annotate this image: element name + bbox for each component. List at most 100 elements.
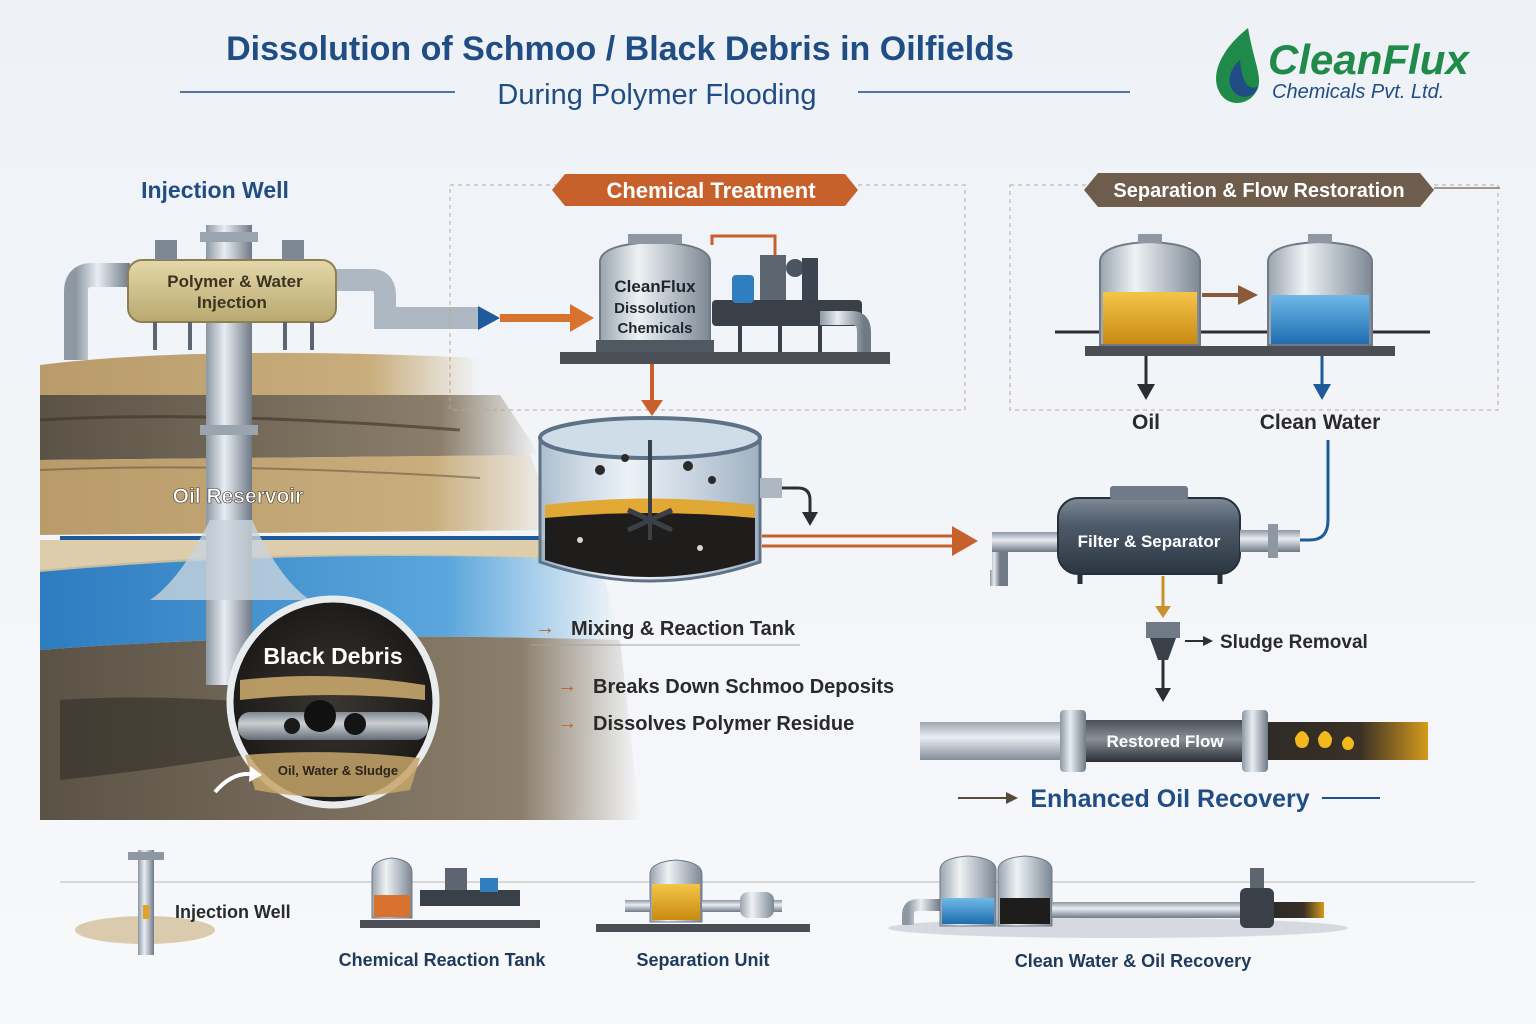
sand-band — [40, 540, 600, 572]
water-return-line — [1300, 440, 1330, 542]
feed-line — [710, 234, 777, 262]
particle — [595, 465, 605, 475]
tank-fill — [374, 895, 410, 917]
arrow-down-icon — [641, 400, 663, 416]
pump-motor — [732, 275, 754, 303]
logo: CleanFlux Chemicals Pvt. Ltd. — [1216, 28, 1470, 103]
banner-shape — [1084, 173, 1434, 207]
inlet-pipe — [990, 545, 1008, 586]
output-oil-label: Oil — [1132, 411, 1160, 434]
injection-label-line2: Injection — [197, 293, 267, 312]
filter-cap — [1110, 486, 1188, 500]
injection-header — [127, 259, 337, 323]
well-flange — [128, 852, 164, 860]
cleanflux-chemical-tank: CleanFlux Dissolution Chemicals — [596, 234, 714, 352]
pump-body — [760, 255, 786, 300]
bullet-arrow-icon: → — [557, 712, 577, 734]
outlet-pipe — [820, 311, 871, 352]
tank-cap — [628, 234, 682, 244]
pipe-flange — [1268, 524, 1278, 558]
arrow-right-icon — [1006, 792, 1018, 804]
arrow-head-icon — [249, 766, 262, 782]
chemical-tank-line2: Dissolution — [614, 300, 696, 317]
arrow-right-icon — [1203, 636, 1213, 646]
mixing-reaction-tank — [538, 416, 818, 583]
curved-arrow-icon — [213, 771, 253, 794]
debris-sublabel: Oil, Water & Sludge — [278, 763, 398, 778]
drop-wave-icon — [1229, 60, 1258, 97]
footer-label-well: Injection Well — [175, 902, 291, 922]
arrow-down-icon — [1313, 384, 1331, 400]
arrow-right-icon — [1238, 285, 1258, 305]
oil-drop-icon — [1342, 736, 1354, 750]
valve-icon — [155, 240, 177, 260]
pipe-flange — [1060, 710, 1086, 772]
oil-drop-icon — [1318, 731, 1332, 748]
arrow-right-icon — [952, 526, 978, 556]
debris-blob — [344, 713, 366, 735]
arrow-down-icon — [1155, 606, 1171, 618]
debris-blob — [304, 700, 336, 732]
injection-label-line1: Polymer & Water — [167, 272, 303, 291]
chemical-tank-line1: CleanFlux — [614, 277, 696, 296]
bullet-arrow-icon: → — [535, 617, 555, 639]
sediment-band — [240, 676, 425, 700]
valve-cone — [1150, 638, 1176, 660]
sludge-valve — [1146, 622, 1180, 702]
process-steps: → Mixing & Reaction Tank → Breaks Down S… — [530, 617, 894, 735]
ground-surface — [40, 352, 480, 395]
pipe-segment — [1068, 720, 1258, 762]
particle — [708, 476, 716, 484]
valve-stack — [802, 258, 818, 300]
valve-body — [1240, 888, 1274, 928]
valve-stem — [1250, 868, 1264, 888]
filter-label: Filter & Separator — [1078, 532, 1221, 551]
rock-layer-upper — [40, 395, 540, 460]
separation-banner: Separation & Flow Restoration — [1084, 173, 1434, 207]
chemical-treatment-banner: Chemical Treatment — [552, 174, 858, 206]
reservoir-label: Oil Reservoir — [173, 485, 304, 508]
section-label-chemical: Chemical Treatment — [606, 178, 816, 203]
restored-flow-pipe: Restored Flow — [920, 710, 1428, 772]
particle — [697, 545, 703, 551]
footer-chemical-tank-icon — [360, 857, 540, 928]
inlet-pipe — [992, 532, 1062, 552]
pipe-flange — [1242, 710, 1268, 772]
water-fill — [1271, 295, 1369, 344]
clean-water-tank — [1267, 234, 1373, 346]
output-water-label: Clean Water — [1260, 411, 1381, 434]
water-fill — [942, 898, 994, 924]
footer-label-recovery: Clean Water & Oil Recovery — [1015, 951, 1251, 971]
arrow-down-icon — [1155, 688, 1171, 702]
valve-icon — [282, 240, 304, 260]
banner-shape — [552, 174, 858, 206]
step-item: Mixing & Reaction Tank — [571, 618, 796, 640]
outlet-line — [782, 486, 812, 515]
agitator-blade — [626, 507, 674, 533]
step-item: Breaks Down Schmoo Deposits — [593, 676, 894, 698]
oil-fill — [1103, 292, 1197, 344]
footer-label-separation: Separation Unit — [636, 950, 769, 970]
well-casing — [138, 850, 154, 955]
chemical-tank-line3: Chemicals — [617, 320, 692, 337]
footer-recovery-icon — [888, 855, 1348, 938]
oil-fill — [1000, 898, 1050, 924]
injection-pipe-left — [64, 263, 130, 360]
tank-cap — [1138, 234, 1162, 243]
clogged-pipe — [238, 712, 428, 740]
arrow-down-icon — [802, 512, 818, 526]
filter-body — [740, 892, 774, 918]
logo-tagline: Chemicals Pvt. Ltd. — [1272, 81, 1444, 103]
black-debris-magnifier: Black Debris Oil, Water & Sludge — [213, 595, 440, 809]
restored-flow-label: Restored Flow — [1106, 732, 1224, 751]
pump-manifold — [420, 890, 520, 906]
step-item: Dissolves Polymer Residue — [593, 713, 854, 735]
filter-separator-unit: Filter & Separator — [990, 486, 1300, 586]
arrow-right-icon — [570, 304, 594, 332]
gauge-icon — [786, 259, 804, 277]
sludge-band — [245, 752, 420, 797]
platform — [360, 920, 540, 928]
section-label-injection-well: Injection Well — [141, 177, 289, 203]
dosing-pump — [710, 234, 871, 352]
